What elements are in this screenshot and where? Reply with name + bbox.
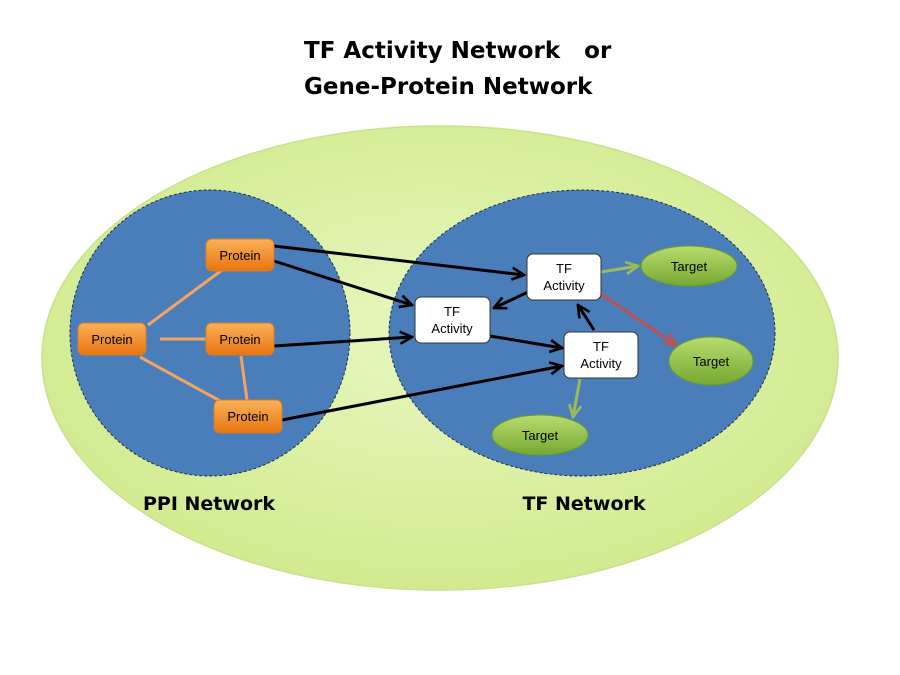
ppi-edge-middle-bottom bbox=[239, 355, 249, 401]
protein-node-bottom: Protein bbox=[213, 399, 283, 434]
protein-middle-label: Protein bbox=[219, 332, 260, 347]
protein-node-left: Protein bbox=[77, 322, 147, 356]
title-line-1: TF Activity Network or bbox=[304, 38, 612, 64]
edge-tf-lower-to-target-bottom bbox=[573, 378, 580, 417]
tf-activity-node-center: TF Activity bbox=[414, 296, 491, 344]
target-node-top: Target bbox=[640, 245, 738, 287]
edge-protein-top-to-tf-top bbox=[273, 244, 524, 275]
protein-bottom-label: Protein bbox=[227, 409, 268, 424]
ppi-network-label: PPI Network bbox=[143, 493, 275, 515]
target-bottom-label: Target bbox=[522, 428, 559, 443]
protein-node-top: Protein bbox=[205, 238, 275, 272]
edge-tf-top-to-tf-center bbox=[494, 290, 529, 308]
edge-tf-lower-to-tf-top bbox=[578, 305, 596, 331]
protein-node-middle: Protein bbox=[205, 322, 275, 356]
title-line-2: Gene-Protein Network bbox=[304, 74, 593, 100]
edge-protein-bottom-to-tf-lower bbox=[281, 366, 562, 422]
edge-protein-top-to-tf-center bbox=[273, 259, 412, 305]
ppi-edge-left-top bbox=[147, 268, 223, 327]
target-node-bottom: Target bbox=[491, 414, 589, 456]
tf-center-line2: Activity bbox=[431, 321, 473, 336]
tf-lower-line1: TF bbox=[593, 339, 609, 354]
tf-edges bbox=[273, 244, 596, 422]
target-right-label: Target bbox=[693, 354, 730, 369]
protein-top-label: Protein bbox=[219, 248, 260, 263]
target-top-label: Target bbox=[671, 259, 708, 274]
edge-tf-center-to-tf-lower bbox=[489, 334, 562, 348]
tf-network-label: TF Network bbox=[522, 493, 645, 515]
protein-left-label: Protein bbox=[91, 332, 132, 347]
edge-tf-top-to-target-top bbox=[600, 266, 638, 272]
tf-top-line1: TF bbox=[556, 261, 572, 276]
ppi-edge-left-bottom bbox=[139, 355, 223, 404]
tf-top-line2: Activity bbox=[543, 278, 585, 293]
tf-center-line1: TF bbox=[444, 304, 460, 319]
tf-activity-node-top: TF Activity bbox=[526, 253, 602, 301]
target-node-right: Target bbox=[668, 336, 754, 386]
edge-protein-middle-to-tf-center bbox=[273, 337, 412, 348]
ppi-edges bbox=[139, 268, 249, 404]
tf-lower-line2: Activity bbox=[580, 356, 622, 371]
tf-activity-node-lower: TF Activity bbox=[563, 331, 639, 379]
edge-tf-top-to-target-right bbox=[600, 292, 676, 345]
